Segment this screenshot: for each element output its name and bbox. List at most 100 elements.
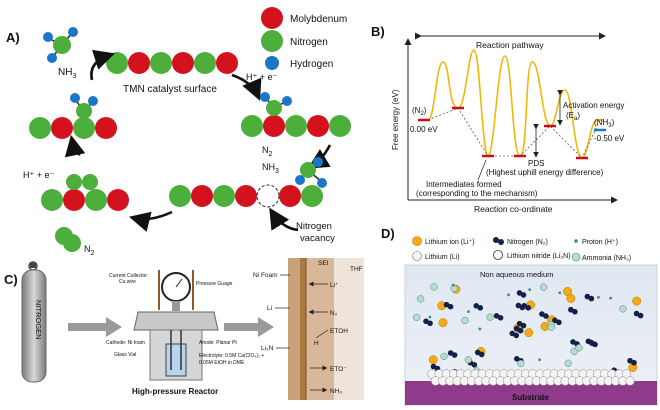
h-label: H (314, 340, 319, 347)
x-axis-label: Reaction co-ordinate (474, 204, 553, 214)
particle-field (412, 283, 644, 378)
li-ion-particle (632, 296, 642, 306)
proton-particle (528, 288, 532, 292)
legend-li3n-swatch (493, 250, 503, 260)
ammonia-particle (547, 323, 555, 331)
nitrogen-particle (637, 312, 644, 319)
activation-label-2: (Ea) (566, 111, 580, 122)
li3n-label: Li₃N (261, 345, 274, 352)
y-axis-label: Free energy (eV) (391, 89, 400, 150)
pathway-label: Reaction pathway (476, 40, 544, 50)
cathode-label: Cathode: Ni foam (106, 340, 145, 346)
surface-row-vacancy (169, 184, 323, 208)
e1-label: -0.50 eV (594, 134, 625, 143)
anode-label: Anode: Planar Pt (199, 340, 237, 346)
surface-row-middle-left (41, 174, 129, 211)
eto-label: ETO⁻ (330, 366, 347, 373)
proton-particle (428, 315, 432, 319)
panel-d: D) Lithium ion (Li⁺) Nitrogen (N₂) Proto… (381, 226, 658, 406)
nitrogen-particle (451, 352, 458, 358)
medium-label: Non aqueous medium (480, 270, 553, 279)
high-pressure-reactor (133, 270, 219, 381)
legend-hydrogen: Hydrogen (290, 59, 333, 70)
li-label: Li (267, 305, 272, 312)
ammonia-particle (430, 283, 438, 291)
legend-molybdenum-swatch (261, 7, 283, 29)
proton-particle (507, 293, 510, 297)
panel-b: B) Reaction pathway Free energy (eV) Rea… (371, 24, 625, 214)
panel-a-label: A) (6, 30, 20, 45)
cylinder-label: NITROGEN (34, 300, 43, 340)
vacancy-label-2: vacancy (300, 233, 335, 244)
electrode-zoom (288, 258, 364, 400)
reactor-label: High-pressure Reactor (132, 387, 218, 396)
ammonia-particle (486, 313, 494, 321)
e0-label: 0.00 eV (410, 125, 438, 134)
nitrogen-particle (525, 304, 532, 311)
ammonia-particle (570, 347, 578, 356)
panel-d-label: D) (381, 226, 395, 241)
nitrogen-particle (478, 351, 485, 358)
flow-arrow-2 (224, 317, 274, 337)
nitrogen-particle (513, 332, 520, 339)
legend-li-ion: Lithium ion (Li⁺) (425, 239, 475, 246)
ammonia-particle (575, 344, 583, 352)
panel-a: A) Molybdenum Nitrogen Hydrogen TMN cata… (6, 7, 351, 257)
nitrogen-particle (572, 308, 578, 315)
ammonia-particle (517, 359, 525, 368)
ni-foam-label: Ni Foam (253, 272, 278, 279)
n2-label-c: N₂ (330, 310, 338, 317)
legend-lithium-swatch (412, 251, 422, 261)
legend-ammonia: Ammonia (NH₃) (582, 255, 631, 262)
legend-nitrogen-swatch (498, 239, 504, 245)
ammonia-particle (440, 352, 448, 361)
proton-particle (451, 283, 455, 287)
step-arrow-left-up (64, 134, 86, 158)
panel-c-label: C) (4, 272, 18, 287)
nh3-molecule-right (295, 157, 327, 188)
nh3-label-c: NH₃ (330, 388, 342, 395)
li-ion-particle (438, 318, 448, 328)
legend-nitrogen-d: Nitrogen (N₂) (507, 239, 548, 246)
surface-row-left (29, 93, 117, 139)
panel-a-legend: Molybdenum Nitrogen Hydrogen (261, 7, 347, 70)
li-ion-particle (524, 328, 534, 338)
lithium-atom (625, 376, 635, 386)
legend-nitrogen: Nitrogen (290, 37, 328, 48)
vacancy-arrow (269, 207, 299, 232)
current-collector-label-2: Cu wire (119, 279, 136, 285)
nitrogen-particle (543, 313, 549, 319)
li-plus-label: Li⁺ (330, 282, 339, 289)
li-ion-particle (566, 293, 576, 303)
ammonia-particle (417, 295, 425, 303)
intermediates-label-2: (corresponding to the mechanism) (416, 189, 538, 198)
proton-particle (538, 358, 542, 362)
ammonia-particle (464, 356, 472, 364)
legend-lithium: Lithium (Li) (425, 254, 460, 261)
ammonia-particle (619, 305, 627, 313)
flow-arrow-1 (68, 317, 122, 337)
vacancy-label-1: Nitrogen (296, 221, 332, 232)
legend-nitrogen-swatch (261, 30, 283, 52)
nitrogen-particle (631, 359, 637, 366)
pressure-gauge-label: Pressure Guage (196, 281, 233, 287)
step-left-label: H⁺ + e⁻ (23, 170, 55, 180)
activation-label-1: Activation energy (563, 101, 624, 110)
proton-particle (597, 295, 600, 299)
vacancy-site (256, 184, 280, 208)
legend-proton: Proton (H⁺) (582, 239, 618, 246)
nitrogen-particle (520, 292, 527, 298)
n2-label-right: N2 (262, 145, 273, 158)
legend-molybdenum: Molybdenum (290, 14, 347, 25)
n2-molecule-bottom (55, 227, 81, 252)
step1-label: H⁺ + e⁻ (246, 72, 278, 82)
proton-particle (558, 291, 562, 295)
step-arrow-1 (231, 73, 262, 101)
nh3-label-right: NH3 (262, 162, 279, 175)
nh3-label-top: NH3 (58, 67, 76, 80)
nh3-state-label: (NH3) (594, 118, 615, 129)
electrolyte-label-2: 0.05M EtOH in DME (199, 360, 245, 366)
legend-li3n: Lithium nitride (Li₃N) (507, 253, 571, 260)
panel-c: C) NITROGEN Cu (4, 258, 364, 400)
legend-li-ion-swatch (412, 236, 422, 246)
